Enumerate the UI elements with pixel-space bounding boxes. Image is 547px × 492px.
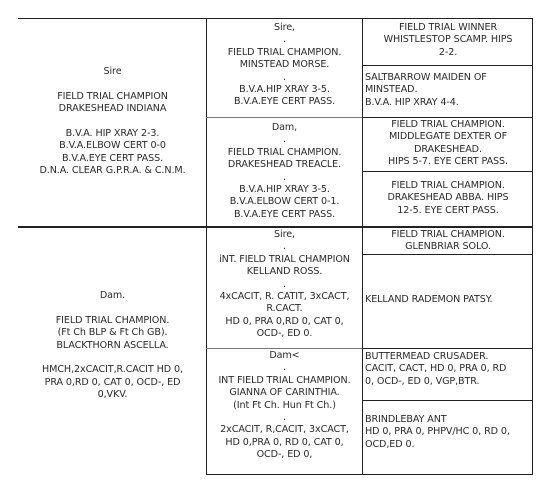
table-border-top <box>18 18 533 19</box>
dam-dam-cell: Dam< . INT FIELD TRIAL CHAMPION. GIANNA … <box>218 350 351 461</box>
column-divider-1 <box>206 18 207 475</box>
sire-dam-cell: Dam, . FIELD TRIAL CHAMPION. DRAKESHEAD … <box>227 122 342 220</box>
column-divider-2 <box>362 18 363 475</box>
sire-dam-dam-cell: FIELD TRIAL CHAMPION. DRAKESHEAD ABBA. H… <box>387 180 509 216</box>
col3-divider-2 <box>362 117 533 118</box>
col2-divider-upper <box>206 117 363 118</box>
sire-dam-divider <box>18 226 533 228</box>
dam-sire-dam-cell: KELLAND RADEMON PATSY. <box>365 294 493 305</box>
table-border-bottom <box>206 474 533 475</box>
col2-divider-lower <box>206 348 363 349</box>
sire-sire-cell: Sire, . FIELD TRIAL CHAMPION. MINSTEAD M… <box>227 22 342 108</box>
table-border-right <box>532 18 533 475</box>
sire-sire-dam-cell: SALTBARROW MAIDEN OF MINSTEAD. B.V.A. HI… <box>365 72 487 108</box>
col3-divider-3 <box>362 171 533 172</box>
dam-dam-sire-cell: BUTTERMEAD CRUSADER. CACIT, CACT, HD 0, … <box>365 351 507 387</box>
dam-dam-dam-cell: BRINDLEBAY ANT HD 0, PRA 0, PHPV/HC 0, R… <box>365 414 510 450</box>
sire-sire-sire-cell: FIELD TRIAL WINNER WHISTLESTOP SCAMP. HI… <box>383 22 513 58</box>
dam-sire-sire-cell: FIELD TRIAL CHAMPION. GLENBRIAR SOLO. <box>391 229 505 253</box>
dam-cell: Dam. FIELD TRIAL CHAMPION. (Ft Ch BLP & … <box>42 290 183 401</box>
sire-dam-sire-cell: FIELD TRIAL CHAMPION. MIDDLEGATE DEXTER … <box>388 119 508 168</box>
col3-divider-6 <box>362 400 533 401</box>
col3-divider-1 <box>362 65 533 66</box>
col3-divider-4 <box>362 254 533 255</box>
sire-cell: Sire FIELD TRIAL CHAMPION DRAKESHEAD IND… <box>39 66 186 177</box>
col3-divider-5 <box>362 348 533 349</box>
dam-sire-cell: Sire, . iNT. FIELD TRIAL CHAMPION KELLAN… <box>219 229 350 340</box>
